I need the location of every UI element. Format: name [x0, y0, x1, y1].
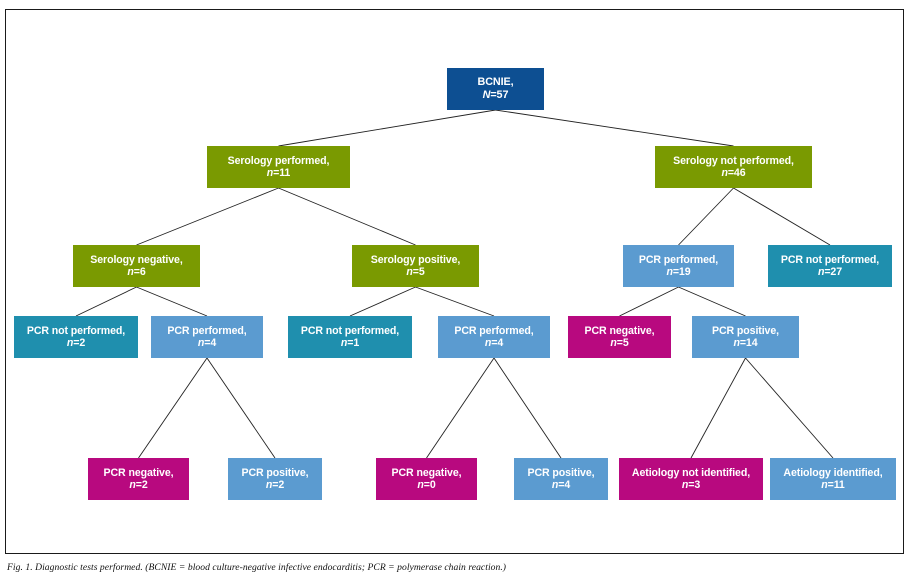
node-pcr_np_a: PCR not performed,n=2 — [14, 316, 138, 358]
node-pcr_pos_c: PCR positive,n=14 — [692, 316, 799, 358]
node-pcr_p_a: PCR performed,n=4 — [151, 316, 263, 358]
node-label: Serology performed, — [227, 154, 330, 167]
node-pcr_neg_c: PCR negative,n=5 — [568, 316, 671, 358]
node-label: PCR positive, — [241, 466, 309, 479]
node-label: Serology negative, — [90, 253, 183, 266]
node-pcr_notperf_r: PCR not performed,n=27 — [768, 245, 892, 287]
node-label: PCR not performed, — [780, 253, 880, 266]
node-count: n=14 — [733, 337, 758, 349]
node-count: n=5 — [406, 266, 425, 278]
node-label: PCR positive, — [527, 466, 595, 479]
node-label: PCR performed, — [454, 324, 534, 337]
node-ser_pos: Serology positive,n=5 — [352, 245, 479, 287]
node-count: n=3 — [681, 479, 701, 491]
node-label: PCR performed, — [167, 324, 247, 337]
node-count: n=11 — [266, 167, 291, 179]
node-count: n=4 — [197, 337, 217, 349]
node-label: Serology positive, — [370, 253, 461, 266]
node-pcr_pos_b: PCR positive,n=4 — [514, 458, 608, 500]
figure-caption: Fig. 1. Diagnostic tests performed. (BCN… — [7, 562, 507, 573]
node-label: BCNIE, — [477, 76, 514, 89]
node-count: n=2 — [265, 479, 285, 491]
node-label: PCR not performed, — [26, 324, 126, 337]
node-count: n=6 — [127, 266, 146, 278]
node-pcr_neg_a: PCR negative,n=2 — [88, 458, 189, 500]
node-count: n=4 — [551, 479, 571, 491]
node-count: n=46 — [721, 167, 746, 179]
node-count: n=19 — [666, 266, 691, 278]
node-label: Serology not performed, — [673, 154, 794, 167]
node-pcr_pos_a: PCR positive,n=2 — [228, 458, 322, 500]
node-label: PCR positive, — [712, 324, 779, 337]
node-count: n=2 — [66, 337, 86, 349]
node-label: PCR performed, — [638, 253, 719, 266]
node-pcr_perf_r: PCR performed,n=19 — [623, 245, 734, 287]
node-label: Aetiology identified, — [783, 466, 883, 479]
node-count: n=27 — [817, 266, 843, 278]
node-count: n=5 — [610, 337, 629, 349]
node-count: n=1 — [340, 337, 360, 349]
node-count: n=11 — [821, 479, 845, 491]
node-label: PCR negative, — [103, 466, 174, 479]
node-root: BCNIE,N=57 — [447, 68, 544, 110]
node-count: n=2 — [129, 479, 148, 491]
node-label: PCR not performed, — [300, 324, 400, 337]
node-label: PCR negative, — [391, 466, 462, 479]
node-label: Aetiology not identified, — [631, 466, 751, 479]
node-label: PCR negative, — [584, 324, 655, 337]
node-count: n=4 — [484, 337, 504, 349]
node-aet_yes: Aetiology identified,n=11 — [770, 458, 896, 500]
node-aet_not: Aetiology not identified,n=3 — [619, 458, 763, 500]
node-count: N=57 — [482, 89, 509, 101]
node-count: n=0 — [417, 479, 436, 491]
node-ser_neg: Serology negative,n=6 — [73, 245, 200, 287]
node-ser_notperf: Serology not performed,n=46 — [655, 146, 812, 188]
node-pcr_neg_b: PCR negative,n=0 — [376, 458, 477, 500]
node-pcr_np_b: PCR not performed,n=1 — [288, 316, 412, 358]
node-ser_perf: Serology performed,n=11 — [207, 146, 350, 188]
node-pcr_p_b: PCR performed,n=4 — [438, 316, 550, 358]
